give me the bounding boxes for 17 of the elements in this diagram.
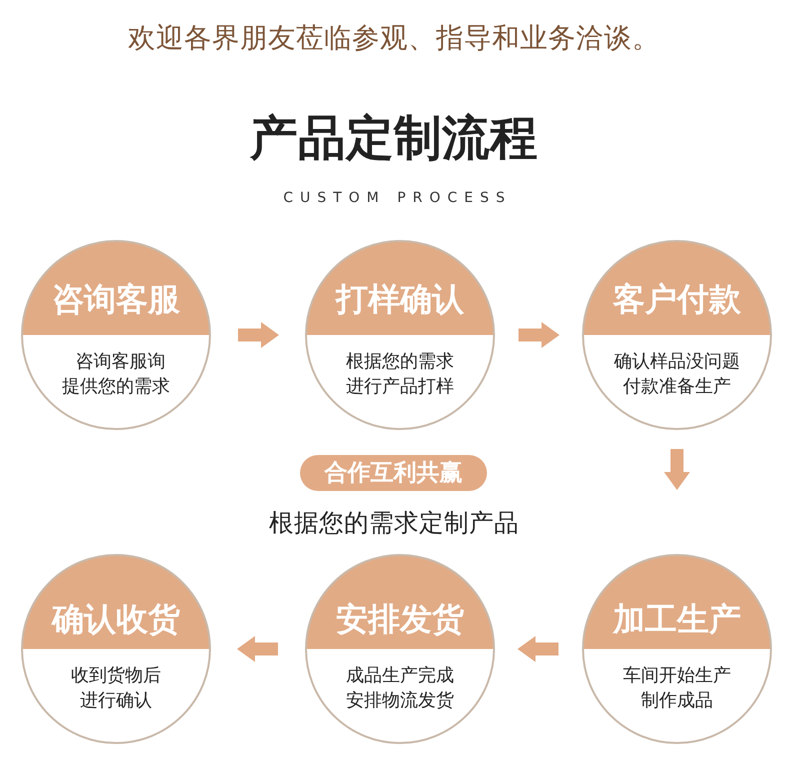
step-description: 成品生产完成安排物流发货	[345, 664, 455, 713]
step-description: 车间开始生产制作成品	[622, 664, 732, 713]
step-description: 咨询客服询提供您的需求	[61, 350, 171, 399]
title: 产品定制流程	[250, 111, 538, 167]
step-description: 根据您的需求进行产品打样	[345, 350, 455, 399]
step-title: 打样确认	[336, 280, 464, 318]
welcome-text: 欢迎各界朋友莅临参观、指导和业务洽谈。	[128, 21, 660, 55]
pill-badge: 合作互利共赢	[300, 455, 487, 491]
step-description: 收到货物后进行确认	[70, 664, 162, 713]
step-title: 咨询客服	[52, 280, 180, 318]
step-description: 确认样品没问题付款准备生产	[613, 350, 741, 399]
step-title: 客户付款	[613, 280, 741, 318]
subtitle: CUSTOM PROCESS	[282, 189, 512, 207]
caption-text: 根据您的需求定制产品	[269, 507, 519, 539]
step-title: 确认收货	[52, 600, 180, 638]
step-title: 安排发货	[336, 600, 464, 638]
step-title: 加工生产	[613, 600, 741, 638]
